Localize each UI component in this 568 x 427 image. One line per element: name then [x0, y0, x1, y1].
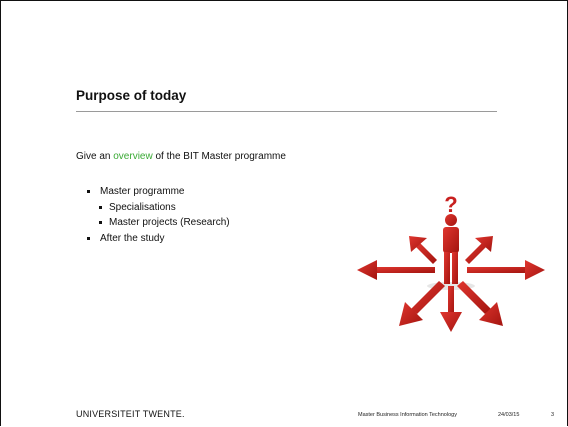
- arrow-upper-right-icon: [465, 236, 493, 264]
- slide-title: Purpose of today: [76, 88, 187, 103]
- intro-text: Give an overview of the BIT Master progr…: [76, 151, 286, 162]
- bullet-subitem: Specialisations: [99, 200, 230, 216]
- arrow-lower-right-icon: [457, 281, 503, 326]
- intro-after: of the BIT Master programme: [152, 151, 286, 162]
- bullet-item: After the study: [87, 231, 230, 247]
- footer-date: 24/03/15: [498, 412, 520, 418]
- footer-course-name: Master Business Information Technology: [358, 412, 457, 418]
- intro-before: Give an: [76, 151, 114, 162]
- question-mark-icon: ?: [444, 192, 457, 217]
- bullet-list: Master programme Specialisations Master …: [87, 184, 230, 246]
- bullet-item: Master programme: [87, 184, 230, 200]
- question-figure-illustration: ?: [357, 192, 545, 332]
- arrow-lower-left-icon: [399, 281, 445, 326]
- arrow-right-icon: [467, 260, 545, 280]
- arrow-upper-left-icon: [409, 236, 437, 264]
- arrow-left-icon: [357, 260, 435, 280]
- person-icon: [443, 214, 459, 284]
- footer-university-logo: UNIVERSITEIT TWENTE.: [76, 409, 185, 419]
- bullet-subitem: Master projects (Research): [99, 215, 230, 231]
- arrow-down-icon: [440, 286, 462, 332]
- title-divider: [76, 111, 497, 112]
- footer-page-number: 3: [551, 412, 555, 418]
- intro-highlight: overview: [113, 151, 153, 162]
